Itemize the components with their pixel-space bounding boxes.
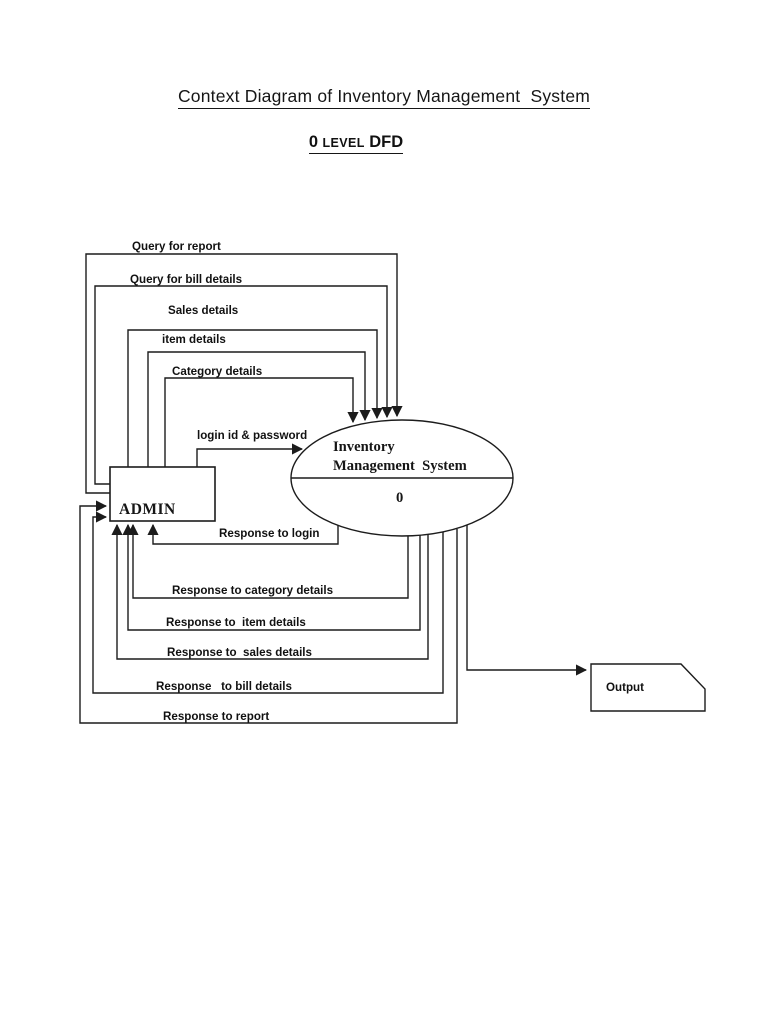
flow-label-query-bill-details: Query for bill details [130, 273, 242, 286]
flow-label-response-category: Response to category details [172, 584, 333, 597]
flow-line-query-report [85, 253, 403, 494]
process-title-line2: Management System [333, 458, 467, 474]
admin-entity-box [109, 466, 216, 522]
flow-label-response-report: Response to report [163, 710, 269, 723]
flow-label-item-details: item details [162, 333, 226, 346]
flow-line-output [466, 525, 588, 676]
flow-line-sales-details [127, 329, 383, 467]
page-subtitle: 0 LEVEL DFD [0, 133, 712, 154]
flow-label-query-report: Query for report [132, 240, 221, 253]
flow-label-response-sales: Response to sales details [167, 646, 312, 659]
flow-line-response-sales [111, 523, 429, 660]
output-entity-label: Output [606, 681, 644, 694]
page-title-text: Context Diagram of Inventory Management … [177, 86, 591, 109]
flow-label-category-details: Category details [172, 365, 262, 378]
flow-label-login-id-password: login id & password [197, 429, 307, 442]
process-title-line1: Inventory [333, 439, 395, 455]
admin-entity-label: ADMIN [119, 501, 176, 518]
flow-line-query-bill-details [94, 285, 393, 485]
flow-line-response-login [147, 523, 339, 545]
output-entity-shape [590, 663, 706, 712]
flow-line-response-item [122, 523, 421, 631]
flow-label-response-bill: Response to bill details [156, 680, 292, 693]
flow-label-sales-details: Sales details [168, 304, 238, 317]
process-level-number: 0 [396, 490, 403, 506]
page-title: Context Diagram of Inventory Management … [0, 86, 768, 109]
flow-line-response-report [79, 500, 458, 724]
flow-line-item-details [147, 351, 371, 467]
flow-line-response-bill [92, 511, 444, 694]
subtitle-level-word: LEVEL [322, 136, 365, 150]
flow-line-login-id-password [196, 443, 304, 467]
flow-line-category-details [164, 377, 359, 467]
flow-line-response-category [127, 523, 409, 599]
subtitle-level-number: 0 [308, 133, 319, 151]
flow-label-response-item: Response to item details [166, 616, 306, 629]
flow-label-response-login: Response to login [219, 527, 319, 540]
subtitle-dfd: DFD [369, 133, 404, 151]
page-subtitle-text: 0 LEVEL DFD [308, 133, 404, 154]
